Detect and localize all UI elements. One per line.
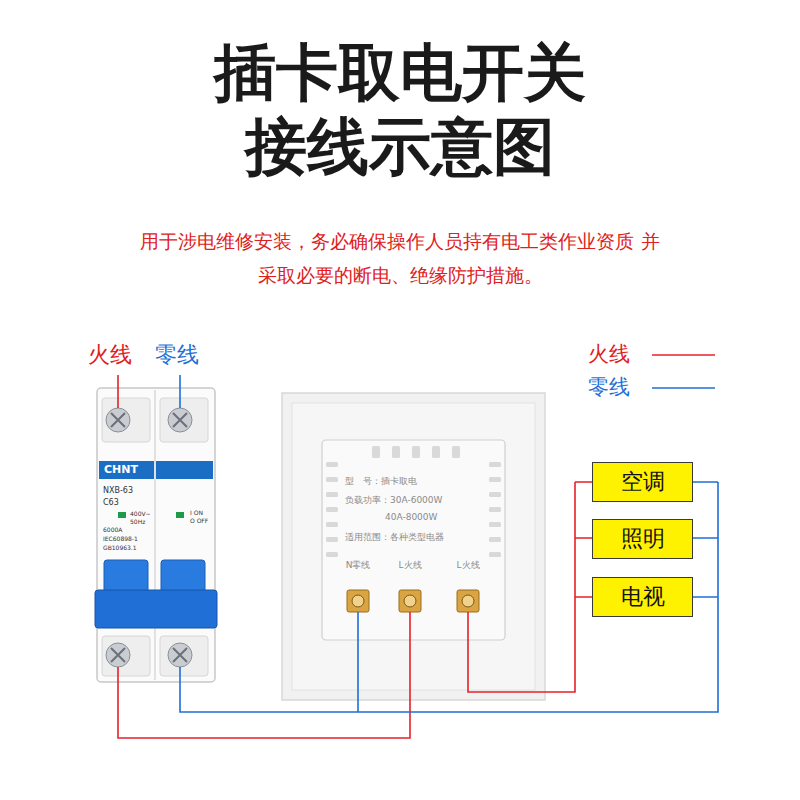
card-switch: [292, 403, 535, 690]
switch-terminal: [457, 590, 479, 612]
standard-text: IEC60898-1: [103, 535, 138, 542]
legend-line: [652, 387, 715, 389]
appliance-name: 照明: [621, 524, 665, 554]
appliance-box: 照明: [592, 519, 693, 559]
appliance-box: 电视: [592, 577, 693, 617]
vent-slot: [489, 477, 501, 482]
wire: [468, 482, 575, 692]
vent-slot: [326, 552, 338, 557]
appliance-name: 电视: [621, 582, 665, 612]
card-switch: [322, 440, 505, 640]
spec-text: 40A-8000W: [385, 512, 437, 523]
spec-text: 型 号：插卡取电: [345, 476, 417, 487]
appliance-box: 空调: [592, 462, 693, 502]
vent-slot: [452, 446, 460, 458]
standard-text: GB10963.1: [103, 544, 137, 551]
vent-slot: [489, 537, 501, 542]
switch-terminal: [347, 590, 369, 612]
rating-text: 6000A: [103, 526, 122, 533]
legend-text: 火线: [588, 342, 630, 367]
wire: [693, 482, 718, 597]
terminal-screw: [173, 648, 187, 662]
switch-marking: O OFF: [190, 517, 208, 524]
terminal-screw: [173, 413, 187, 427]
switch-terminal: [347, 590, 479, 612]
wire: [118, 612, 410, 738]
switch-marking: I ON: [190, 509, 203, 516]
switch-terminal: [399, 590, 421, 612]
vent-slot: [432, 446, 440, 458]
wire: [180, 482, 718, 712]
vent-slot: [489, 507, 501, 512]
circuit-breaker: [95, 388, 217, 682]
vent-slot: [326, 492, 338, 497]
terminal-label: L火线: [398, 560, 421, 571]
circuit-breaker: [176, 512, 184, 518]
terminal-screw: [106, 408, 130, 432]
card-switch: [282, 393, 545, 700]
wire-label: 火线: [88, 342, 132, 368]
rating-text: C63: [103, 498, 119, 508]
terminal-label: L火线: [456, 560, 479, 571]
switch-terminal: [347, 590, 369, 612]
vent-slot: [326, 446, 501, 557]
legend-line: [652, 354, 715, 356]
vent-slot: [412, 446, 420, 458]
switch-terminal: [399, 590, 421, 612]
circuit-breaker: [102, 636, 150, 676]
circuit-breaker: [156, 461, 213, 479]
vent-slot: [326, 462, 338, 467]
circuit-breaker: [160, 398, 208, 442]
terminal-screw: [111, 648, 125, 662]
circuit-breaker: [102, 398, 150, 442]
vent-slot: [326, 477, 338, 482]
vent-slot: [326, 522, 338, 527]
vent-slot: [392, 446, 400, 458]
terminal-screw: [111, 413, 125, 427]
safety-note: 用于涉电维修安装，务必确保操作人员持有电工类作业资质 并采取必要的断电、绝缘防护…: [138, 224, 663, 292]
vent-slot: [326, 507, 338, 512]
circuit-breaker: [97, 388, 215, 682]
brand-logo: CHNT: [104, 463, 138, 476]
terminal-screw: [168, 408, 192, 432]
switch-terminal: [352, 595, 364, 607]
legend-text: 零线: [588, 375, 630, 400]
circuit-breaker: [160, 636, 208, 676]
wire-label: 零线: [155, 342, 199, 368]
terminal-screw: [106, 643, 130, 667]
switch-terminal: [462, 595, 474, 607]
circuit-breaker: [95, 590, 217, 628]
wire: [357, 612, 359, 712]
terminal-label: N零线: [346, 560, 371, 571]
terminal-screw: [168, 408, 192, 432]
vent-slot: [326, 537, 338, 542]
terminal-screw: [168, 643, 192, 667]
wire: [575, 482, 592, 597]
model-text: NXB-63: [103, 486, 133, 496]
vent-slot: [489, 552, 501, 557]
legend-line: [652, 355, 715, 388]
switch-terminal: [404, 595, 416, 607]
circuit-breaker: [99, 461, 154, 479]
spec-text: 负载功率：30A-6000W: [345, 495, 442, 506]
vent-slot: [489, 492, 501, 497]
terminal-screw: [106, 643, 130, 667]
spec-text: 适用范围：各种类型电器: [345, 532, 444, 543]
wire: [117, 375, 119, 408]
vent-slot: [489, 522, 501, 527]
vent-slot: [489, 462, 501, 467]
circuit-breaker: [154, 390, 155, 680]
card-switch: [282, 393, 545, 700]
rating-text: 400V~: [130, 510, 151, 517]
title: 插卡取电开关 接线示意图: [200, 36, 600, 185]
wire: [179, 375, 181, 408]
vent-slot: [372, 446, 380, 458]
circuit-breaker: [118, 512, 126, 518]
appliance-name: 空调: [621, 467, 665, 497]
wire: [118, 375, 718, 738]
terminal-screw: [106, 408, 130, 432]
terminal-screw: [168, 643, 192, 667]
switch-terminal: [457, 590, 479, 612]
rating-text: 50Hz: [130, 518, 145, 525]
